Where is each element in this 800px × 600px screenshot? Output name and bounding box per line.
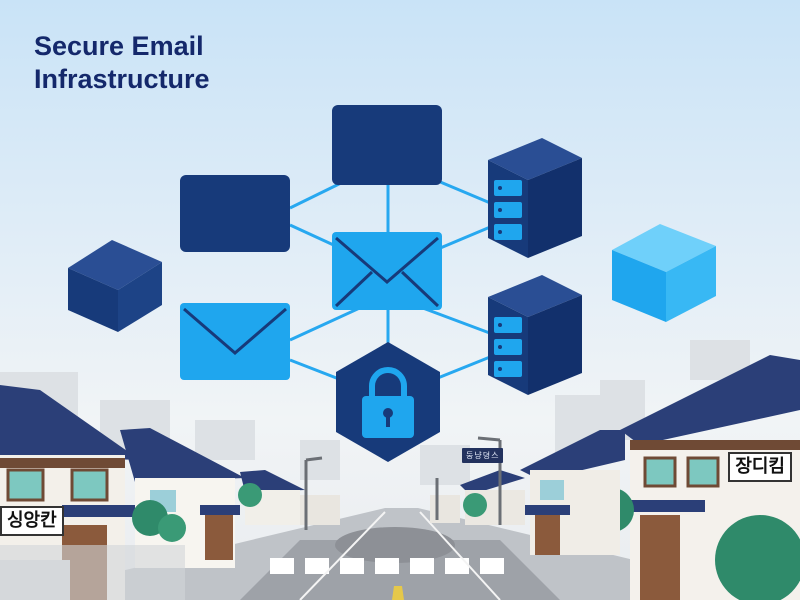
server-icon bbox=[488, 275, 582, 395]
envelope-icon bbox=[332, 232, 442, 310]
right-houses bbox=[430, 355, 800, 600]
headline-line-1: Secure Email bbox=[34, 31, 204, 61]
network-node-top bbox=[332, 105, 442, 185]
padlock-icon bbox=[336, 342, 440, 462]
cube-icon bbox=[68, 240, 162, 332]
cube-icon bbox=[612, 224, 716, 322]
server-icon bbox=[488, 138, 582, 258]
road bbox=[0, 508, 800, 600]
street-sign: 둥냥뎡스 bbox=[462, 448, 504, 463]
shop-sign-right: 장디킴 bbox=[728, 452, 792, 482]
headline: Secure Email Infrastructure bbox=[34, 30, 210, 96]
envelope-icon bbox=[180, 303, 290, 380]
network-node-left bbox=[180, 175, 290, 252]
shop-sign-left: 싱앙칸 bbox=[0, 506, 64, 536]
headline-line-2: Infrastructure bbox=[34, 64, 210, 94]
